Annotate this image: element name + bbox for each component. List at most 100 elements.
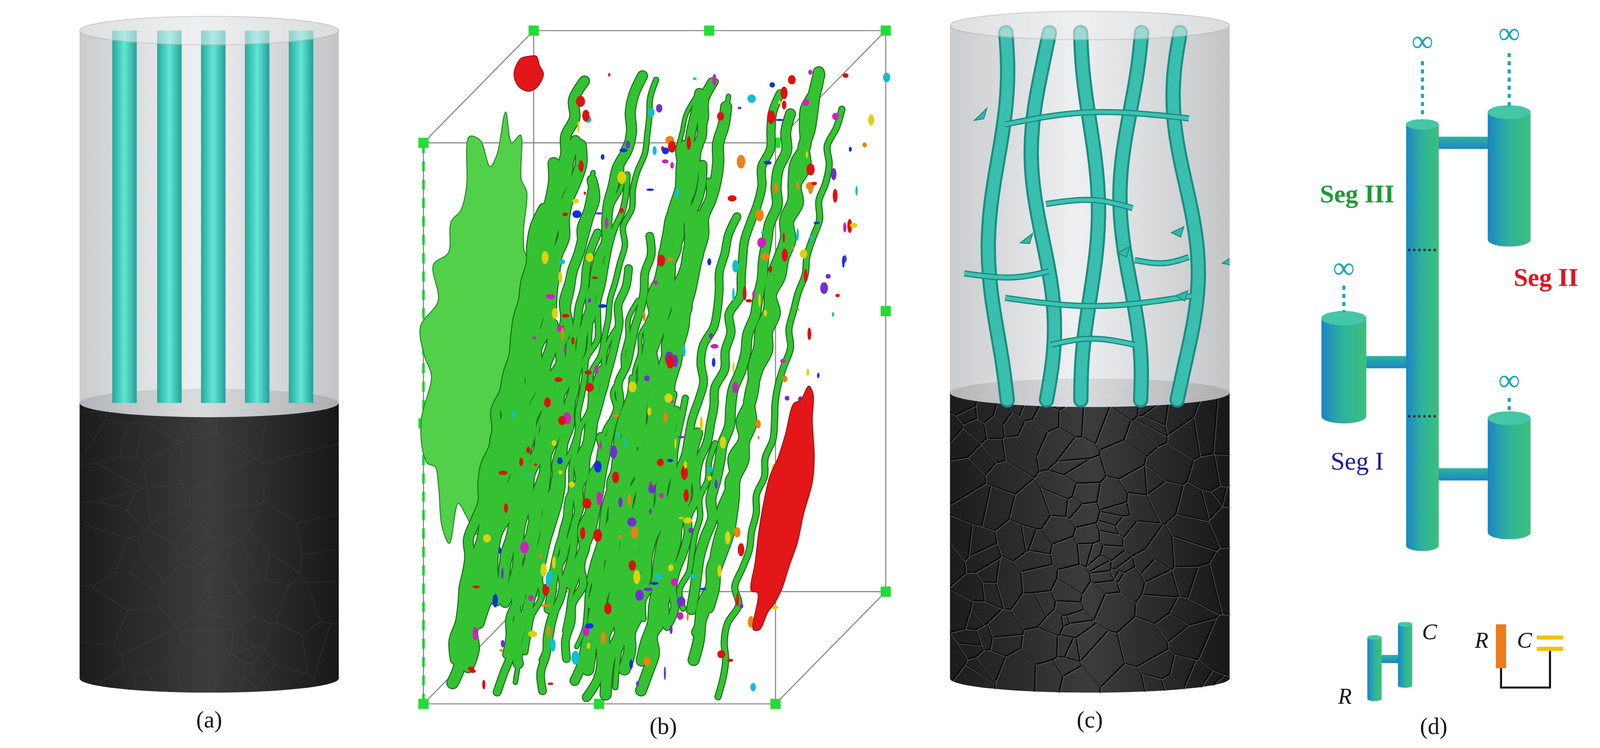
isolated-pore xyxy=(661,159,669,164)
isolated-pore xyxy=(803,269,808,284)
segment-label: Seg III xyxy=(1320,180,1395,209)
isolated-pore xyxy=(534,463,538,467)
straight-channel xyxy=(157,30,182,404)
isolated-pore xyxy=(650,582,659,585)
isolated-pore xyxy=(648,485,656,494)
isolated-pore xyxy=(683,517,693,524)
panel-d-model xyxy=(1321,53,1564,702)
isolated-pore xyxy=(633,570,641,585)
isolated-pore xyxy=(572,198,579,204)
isolated-pore xyxy=(585,382,594,392)
isolated-pore xyxy=(761,230,765,234)
isolated-pore xyxy=(807,327,812,341)
infinity-symbol: ∞ xyxy=(1498,362,1521,397)
isolated-pore xyxy=(600,153,605,160)
isolated-pore xyxy=(643,656,651,667)
isolated-pore xyxy=(578,160,584,173)
side-pore xyxy=(1487,411,1531,540)
side-pore xyxy=(1487,105,1531,247)
isolated-pore xyxy=(647,108,655,117)
cross-channel-outline xyxy=(1050,338,1135,345)
isolated-pore xyxy=(780,86,788,100)
isolated-pore xyxy=(727,659,734,663)
isolated-pore xyxy=(558,470,563,474)
isolated-pore xyxy=(787,75,796,85)
isolated-pore xyxy=(779,358,786,363)
pore-strand xyxy=(693,72,819,661)
isolated-pore xyxy=(663,412,668,423)
straight-channel xyxy=(288,30,314,404)
isolated-pore xyxy=(775,118,785,121)
isolated-pore xyxy=(816,372,820,379)
label-anchor: Seg III xyxy=(1320,180,1395,209)
isolated-pore xyxy=(757,436,760,439)
isolated-pore xyxy=(732,287,735,301)
isolated-pore xyxy=(736,593,739,607)
crack-network xyxy=(950,387,1230,694)
infinity-symbol: ∞ xyxy=(1333,250,1356,285)
cross-channel xyxy=(1045,199,1133,209)
isolated-pore xyxy=(585,253,594,263)
isolated-pore xyxy=(739,603,744,609)
isolated-pore xyxy=(717,564,722,578)
isolated-pore xyxy=(540,563,548,578)
isolated-pore xyxy=(612,471,620,484)
large-pore xyxy=(514,55,544,92)
bounding-box-edge xyxy=(775,591,886,705)
infinite-extension xyxy=(1342,285,1346,313)
pore-strand xyxy=(705,444,742,610)
isolated-pore xyxy=(676,596,686,607)
pore-strand xyxy=(607,96,729,685)
isolated-pore xyxy=(627,517,637,527)
pore-strand xyxy=(586,164,703,698)
pore-strand xyxy=(602,454,636,602)
isolated-pore xyxy=(503,503,508,514)
cross-channel-outline xyxy=(1045,199,1133,209)
isolated-pore xyxy=(594,365,599,375)
cross-channel xyxy=(1050,338,1135,345)
isolated-pore xyxy=(659,493,664,499)
tortuous-channel-outline xyxy=(1031,32,1055,401)
isolated-pore xyxy=(669,625,673,635)
isolated-pore xyxy=(635,681,640,687)
isolated-pore xyxy=(686,612,689,621)
isolated-pore xyxy=(598,304,607,308)
isolated-pore xyxy=(796,308,800,311)
resistance-label: R xyxy=(1474,628,1489,654)
isolated-pore xyxy=(498,547,502,554)
box-handle xyxy=(880,25,891,36)
tortuous-channel-outline xyxy=(1080,32,1099,401)
dead-end-pore xyxy=(1020,233,1033,244)
isolated-pore xyxy=(547,682,554,686)
isolated-pore xyxy=(605,217,609,230)
box-handle xyxy=(593,698,605,710)
isolated-pore xyxy=(681,466,689,480)
box-handle xyxy=(418,698,429,710)
label-anchor: ∞ xyxy=(1498,15,1521,50)
isolated-pore xyxy=(472,585,480,589)
isolated-pore xyxy=(619,148,628,153)
side-pore-top xyxy=(1487,105,1531,119)
isolated-pore xyxy=(808,184,814,195)
infinite-extension xyxy=(1507,53,1511,107)
isolated-pore xyxy=(706,467,714,473)
isolated-pore xyxy=(528,631,537,638)
infinite-extension xyxy=(1507,397,1511,414)
isolated-pore xyxy=(582,498,592,509)
isolated-pore xyxy=(572,210,582,219)
isolated-pore xyxy=(619,208,624,214)
isolated-pore xyxy=(562,212,569,217)
icon-pore-top xyxy=(1398,622,1413,627)
isolated-pore xyxy=(584,370,592,375)
capacitor-plate xyxy=(1536,646,1564,652)
isolated-pore xyxy=(862,142,867,148)
bounding-box-edge xyxy=(423,30,534,144)
throat-connector xyxy=(1433,136,1492,149)
isolated-pore xyxy=(667,140,676,153)
isolated-pore xyxy=(661,147,669,154)
isolated-pore xyxy=(586,642,591,650)
label-anchor: (a) xyxy=(196,707,223,734)
label-anchor: Seg II xyxy=(1513,263,1579,292)
isolated-pore xyxy=(616,432,620,438)
